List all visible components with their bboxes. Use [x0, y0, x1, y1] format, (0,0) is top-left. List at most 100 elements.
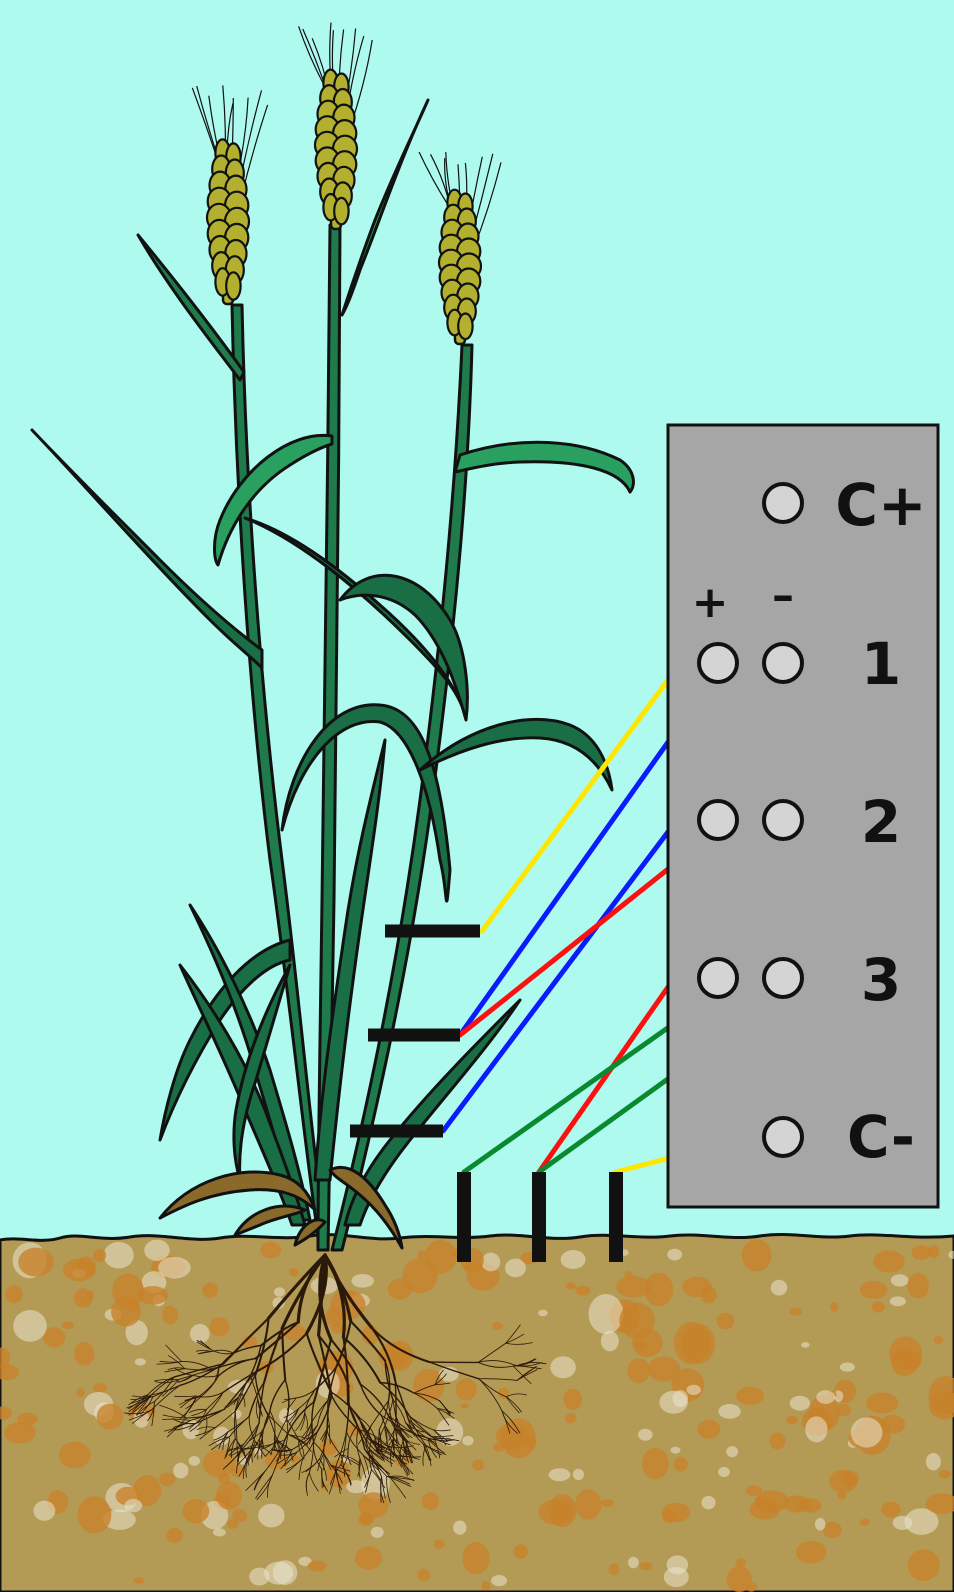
root-segment [384, 1398, 394, 1428]
soil-speck [209, 1317, 230, 1337]
soil-speck [647, 1356, 681, 1382]
root-segment [323, 1429, 328, 1455]
root-segment [248, 1422, 260, 1456]
soil-speck [627, 1358, 650, 1384]
root-segment [430, 1436, 451, 1440]
root-segment [318, 1253, 333, 1342]
soil-speck [77, 1496, 112, 1534]
root-segment [197, 1409, 207, 1423]
root-segment [387, 1415, 407, 1442]
root-segment [400, 1427, 413, 1438]
soil-speck [716, 1312, 735, 1330]
soil-speck [258, 1503, 285, 1528]
terminal-3-minus [762, 957, 804, 999]
soil-speck [814, 1518, 826, 1531]
root-segment [395, 1415, 408, 1443]
soil-probes [457, 1172, 623, 1262]
dry-leaf-mid [233, 1204, 307, 1237]
root-segment [368, 1438, 382, 1453]
soil-speck [357, 1514, 374, 1526]
soil-speck [63, 1258, 96, 1282]
soil-speck [0, 1406, 13, 1420]
soil-speck [745, 1485, 762, 1496]
root-segment [330, 1464, 351, 1472]
root-segment [358, 1417, 370, 1440]
soil-speck [548, 1468, 571, 1482]
soil-speck [472, 1459, 485, 1471]
soil-speck [182, 1499, 210, 1524]
root-segment [408, 1419, 424, 1445]
soil-speck [718, 1404, 741, 1419]
root-segment [388, 1400, 396, 1429]
soil-speck [33, 1500, 56, 1521]
soil-speck [572, 1468, 585, 1481]
root-segment [428, 1361, 479, 1364]
root-segment [428, 1438, 448, 1442]
root-segment [253, 1437, 263, 1458]
root-segment [241, 1393, 246, 1407]
dry-leaf-right [328, 1166, 404, 1250]
soil-speck [907, 1549, 940, 1581]
soil-speck [346, 1480, 367, 1494]
soil-speck [491, 1575, 508, 1587]
root-segment [388, 1424, 398, 1441]
root-segment [130, 1394, 152, 1400]
root-segment [276, 1440, 282, 1460]
soil-speck [697, 1419, 721, 1439]
soil-speck [588, 1294, 624, 1334]
spikelet [457, 312, 474, 341]
leaf-lower-long-right [343, 998, 522, 1227]
root-segment [362, 1454, 380, 1471]
root-system [123, 1253, 547, 1504]
root-segment [281, 1327, 287, 1381]
root-segment [477, 1360, 517, 1367]
root-segment [298, 1440, 303, 1458]
root-segment [189, 1414, 207, 1432]
soil-speck [173, 1462, 189, 1479]
root-segment [311, 1401, 315, 1443]
root-segment [478, 1378, 518, 1381]
root-segment [196, 1350, 213, 1352]
root-segment [321, 1468, 323, 1488]
soil-speck [202, 1282, 218, 1299]
soil-speck [754, 1490, 789, 1513]
root-segment [153, 1376, 175, 1403]
root-segment [326, 1391, 332, 1431]
soil-speck [735, 1558, 746, 1567]
soil-speck [829, 1469, 858, 1493]
root-segment [174, 1395, 197, 1397]
root-segment [399, 1441, 404, 1463]
soil-speck [830, 1302, 839, 1312]
root-segment [323, 1453, 325, 1471]
root-segment [248, 1416, 256, 1443]
root-segment [331, 1395, 359, 1431]
root-segment [512, 1365, 532, 1384]
root-segment [340, 1463, 352, 1486]
soil-speck [93, 1248, 107, 1263]
root-segment [248, 1381, 265, 1418]
soil-speck [216, 1481, 242, 1510]
root-segment [254, 1374, 269, 1416]
root-segment [317, 1334, 350, 1388]
root-segment [173, 1363, 224, 1378]
leaf-arch-center [280, 703, 452, 903]
root-segment [179, 1363, 224, 1387]
soil-speck [462, 1542, 490, 1575]
soil-speck [162, 1305, 178, 1325]
root-segment [260, 1410, 271, 1433]
root-segment [285, 1444, 294, 1461]
root-segment [384, 1439, 394, 1454]
soil-speck [638, 1428, 653, 1441]
soil-speck [386, 1340, 414, 1371]
label-channel-2: 2 [861, 788, 901, 856]
root-segment [505, 1396, 522, 1413]
root-segment [374, 1437, 379, 1455]
soil-speck [453, 1520, 467, 1535]
soil-speck [837, 1491, 847, 1500]
root-segment [211, 1436, 230, 1451]
soil-speck [202, 1449, 236, 1478]
soil-speck [560, 1250, 586, 1269]
label-c-plus: C+ [835, 471, 926, 539]
root-segment [305, 1458, 320, 1473]
